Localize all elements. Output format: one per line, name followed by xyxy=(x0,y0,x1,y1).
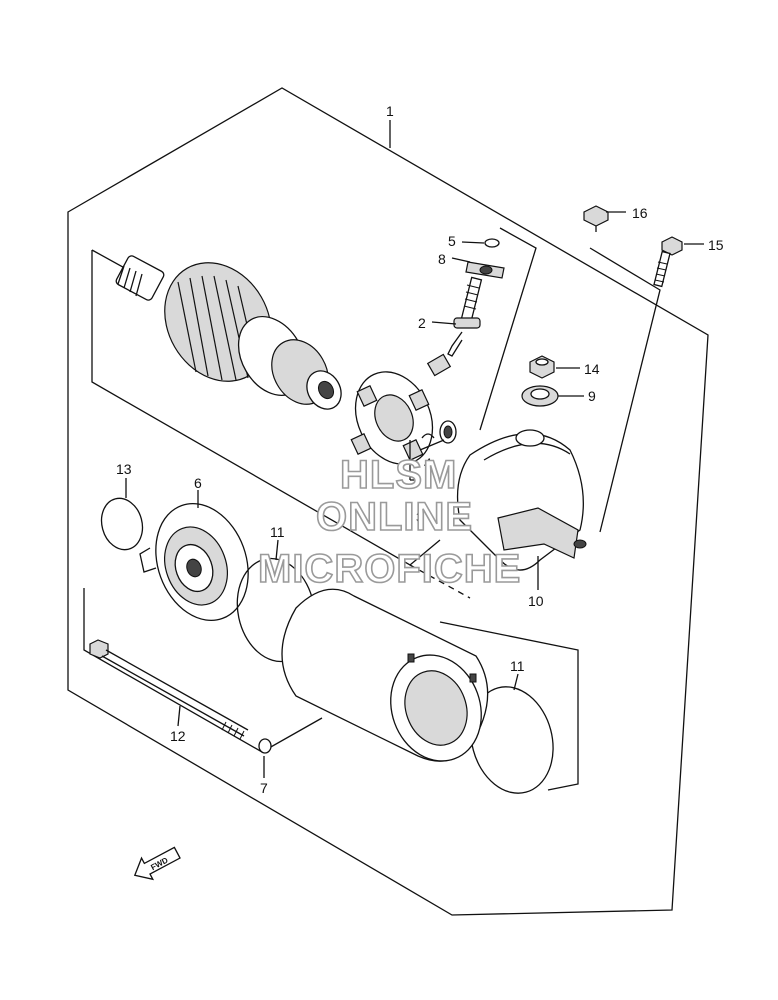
callout-15: 15 xyxy=(708,237,724,253)
yoke-frame xyxy=(83,588,323,753)
callout-2: 2 xyxy=(418,315,426,331)
callout-11-rear: 11 xyxy=(510,658,525,674)
flange-bolt-15 xyxy=(653,236,683,288)
assembly-outline xyxy=(67,87,709,916)
callout-14: 14 xyxy=(584,361,600,377)
watermark-line-1: HLSM xyxy=(340,453,457,497)
o-ring-7 xyxy=(258,738,272,754)
bearing xyxy=(421,420,457,444)
callout-11-front: 11 xyxy=(270,524,285,540)
armature xyxy=(115,255,342,410)
brush-frame xyxy=(479,227,537,431)
callout-3: 3 xyxy=(416,509,424,525)
callout-13: 13 xyxy=(116,461,132,477)
callout-1: 1 xyxy=(386,103,394,119)
armature-frame xyxy=(91,250,441,566)
callout-9: 9 xyxy=(588,388,596,404)
flange-bolt-16 xyxy=(583,205,609,232)
callout-5: 5 xyxy=(448,233,456,249)
yoke xyxy=(281,588,489,762)
callout-16: 16 xyxy=(632,205,648,221)
nut xyxy=(529,355,555,379)
callout-6: 6 xyxy=(194,475,202,491)
watermark-line-3: MICROFICHE xyxy=(258,547,521,591)
o-ring-13 xyxy=(100,497,144,551)
callout-4: 4 xyxy=(424,455,432,471)
bracket-frame xyxy=(589,247,661,533)
callout-8: 8 xyxy=(438,251,446,267)
callout-12: 12 xyxy=(170,728,186,744)
o-ring-11-rear xyxy=(470,686,554,794)
terminal-bolt xyxy=(426,276,483,377)
terminal-plate xyxy=(465,261,505,279)
yoke-frame-right xyxy=(439,621,579,791)
leader-lines xyxy=(125,211,704,778)
armature-frame-dash xyxy=(409,564,471,599)
o-ring-small xyxy=(484,238,500,248)
callout-7: 7 xyxy=(260,780,268,796)
washer xyxy=(521,385,559,407)
through-bolt xyxy=(89,639,249,740)
front-cover xyxy=(139,502,249,622)
watermark-line-2: ONLINE xyxy=(316,495,473,539)
fwd-arrow-icon: FWD xyxy=(133,846,181,881)
callout-10: 10 xyxy=(528,593,544,609)
rear-bracket xyxy=(456,429,587,571)
brush-holder xyxy=(350,371,434,465)
